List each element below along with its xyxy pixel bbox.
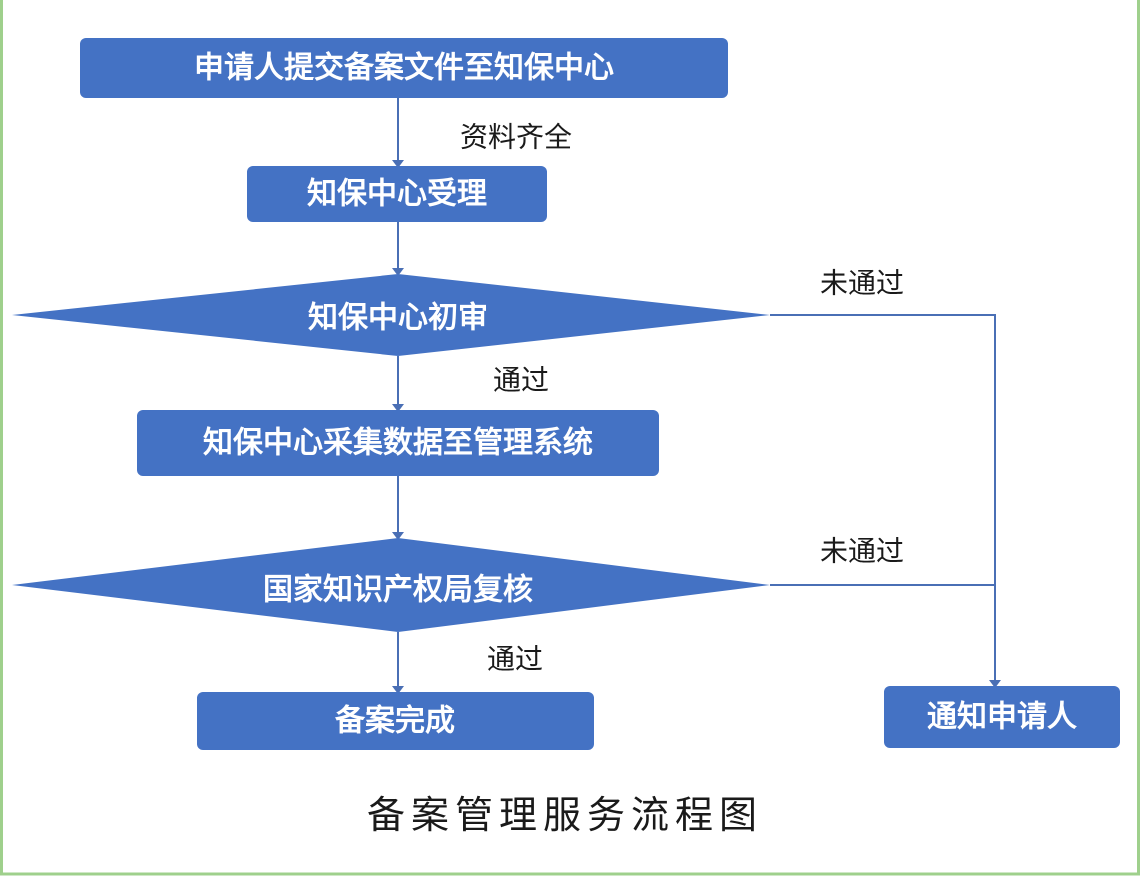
node-collect: 知保中心采集数据至管理系统 [137, 410, 659, 476]
arrowhead [392, 532, 404, 540]
edge-label-complete: 资料齐全 [460, 121, 572, 154]
node-initial-review-label: 知保中心初审 [308, 301, 488, 336]
arrowhead [392, 686, 404, 694]
node-accept: 知保中心受理 [247, 166, 547, 222]
node-notify-box [884, 686, 1120, 748]
node-cnipa-review-diamond [12, 538, 770, 632]
node-cnipa-review: 国家知识产权局复核 [12, 538, 770, 632]
edge-label-fail-2: 未通过 [820, 535, 904, 568]
diagram-caption: 备案管理服务流程图 [367, 793, 763, 837]
arrowhead [392, 404, 404, 412]
node-done-label: 备案完成 [335, 704, 455, 739]
node-submit: 申请人提交备案文件至知保中心 [80, 38, 728, 98]
node-done: 备案完成 [197, 692, 594, 750]
node-initial-review-diamond [12, 274, 770, 356]
node-collect-label: 知保中心采集数据至管理系统 [203, 426, 593, 461]
arrowheads [392, 160, 1001, 694]
edge-label-fail-1: 未通过 [820, 267, 904, 300]
arrowhead [392, 268, 404, 276]
connectors [397, 98, 996, 692]
node-submit-label: 申请人提交备案文件至知保中心 [194, 51, 614, 86]
node-accept-label: 知保中心受理 [307, 177, 487, 212]
node-submit-box [80, 38, 728, 98]
arrowhead [392, 160, 404, 168]
node-initial-review: 知保中心初审 [12, 274, 770, 356]
node-accept-box [247, 166, 547, 222]
edge-initial-fail [770, 314, 996, 686]
edge-label-pass-1: 通过 [493, 364, 549, 397]
arrowhead [989, 680, 1001, 688]
edge-label-pass-2: 通过 [487, 643, 543, 676]
node-collect-box [137, 410, 659, 476]
node-done-box [197, 692, 594, 750]
node-notify: 通知申请人 [884, 686, 1120, 748]
node-cnipa-review-label: 国家知识产权局复核 [263, 573, 533, 608]
node-notify-label: 通知申请人 [927, 700, 1077, 735]
